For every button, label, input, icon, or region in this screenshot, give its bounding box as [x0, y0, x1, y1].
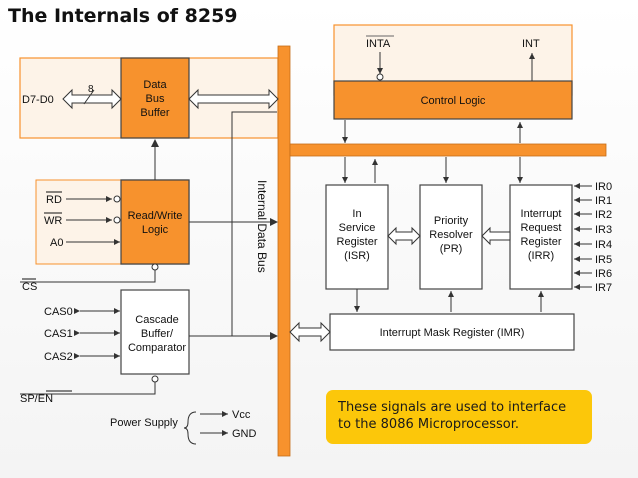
power-brace: [183, 411, 197, 445]
rd-bubble: [113, 195, 121, 203]
sp-en-line: [20, 382, 156, 395]
cascade-line-2: Buffer/: [141, 328, 174, 340]
cascade-feedback-line: [231, 111, 277, 336]
bus-imr-arrow: [289, 321, 331, 343]
ir6-label: IR6: [595, 268, 612, 280]
internal-data-bus: [277, 45, 291, 457]
data-bus-buffer-block: [120, 57, 190, 139]
ir4-label: IR4: [595, 239, 612, 251]
rw-text-2: Logic: [142, 224, 169, 236]
isr-line-3: Register: [337, 236, 378, 248]
isr-line-1: In: [352, 208, 361, 220]
inta-bubble: [376, 73, 384, 81]
inta-label: INTA: [366, 38, 391, 50]
irr-block: [509, 184, 573, 290]
sp-en-label: SP/EN: [20, 393, 53, 405]
pr-line-3: (PR): [440, 243, 463, 255]
irr-line-1: Interrupt: [521, 208, 562, 220]
cascade-line-3: Comparator: [128, 342, 186, 354]
isr-line-4: (ISR): [344, 250, 370, 262]
cas1-label: CAS1: [44, 328, 73, 340]
pr-block: [419, 184, 483, 290]
horizontal-bus: [289, 143, 607, 157]
gnd-label: GND: [232, 428, 257, 440]
bus-label: Internal Data Bus: [255, 180, 269, 273]
isr-pr-arrow: [387, 226, 421, 246]
vcc-label: Vcc: [232, 409, 251, 421]
bus-width-label: 8: [88, 84, 94, 95]
irr-line-3: Register: [521, 236, 562, 248]
ir5-label: IR5: [595, 254, 612, 266]
wr-bubble: [113, 216, 121, 224]
int-label: INT: [522, 38, 540, 50]
ir3-label: IR3: [595, 224, 612, 236]
cas2-label: CAS2: [44, 351, 73, 363]
cs-label: CS: [22, 281, 37, 293]
rw-text-1: Read/Write: [128, 210, 183, 222]
read-write-logic-block-front: [120, 179, 190, 265]
irr-line-4: (IRR): [528, 250, 554, 262]
pr-line-1: Priority: [434, 215, 469, 227]
buffer-bus-arrow: [188, 88, 279, 110]
a0-label: A0: [50, 237, 63, 249]
interface-note: These signals are used to interface to t…: [326, 390, 592, 444]
ir-lines-group: IR0 IR1 IR2 IR3 IR4 IR5 IR6 IR7: [574, 181, 612, 294]
cascade-line-1: Cascade: [135, 314, 178, 326]
ir7-label: IR7: [595, 282, 612, 294]
bus-width-slash: [83, 89, 95, 105]
cs-line: [20, 270, 156, 283]
pr-line-2: Resolver: [429, 229, 473, 241]
ir1-label: IR1: [595, 195, 612, 207]
data-lines-label: D7-D0: [22, 94, 54, 106]
control-logic-label: Control Logic: [421, 95, 486, 107]
ir2-label: IR2: [595, 209, 612, 221]
data-lines-arrow: [62, 88, 122, 110]
ir0-label: IR0: [595, 181, 612, 193]
page-title: The Internals of 8259: [8, 5, 238, 27]
isr-block: [325, 184, 389, 290]
cascade-block: [120, 289, 190, 375]
dbb-line-1: Data: [143, 79, 167, 91]
cs-bubble: [151, 263, 159, 271]
cas0-label: CAS0: [44, 306, 73, 318]
irr-line-2: Request: [521, 222, 562, 234]
dbb-line-2: Bus: [146, 93, 165, 105]
rd-label: RD: [46, 194, 62, 206]
control-logic-block: [333, 80, 573, 120]
irr-pr-arrow: [481, 226, 511, 246]
wr-label: WR: [44, 215, 62, 227]
isr-line-2: Service: [339, 222, 376, 234]
dbb-line-3: Buffer: [140, 107, 169, 119]
power-label: Power Supply: [110, 417, 178, 429]
imr-label: Interrupt Mask Register (IMR): [380, 327, 525, 339]
sp-en-bubble: [151, 375, 159, 383]
